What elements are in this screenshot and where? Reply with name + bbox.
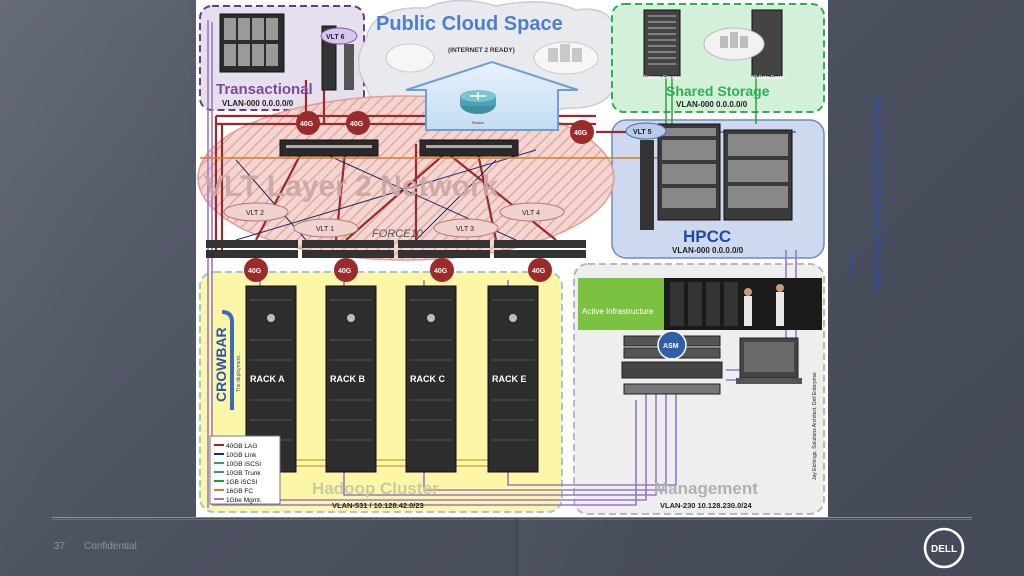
active-infrastructure-banner: Active Infrastructure bbox=[578, 278, 822, 330]
core-switch-icon bbox=[279, 139, 519, 157]
svg-text:RACK C: RACK C bbox=[410, 374, 445, 384]
link-badge: 40G bbox=[430, 258, 454, 282]
link-badge: 40G bbox=[244, 258, 268, 282]
io-data-center-label: IO Data Center bbox=[752, 75, 786, 81]
svg-text:40G: 40G bbox=[300, 121, 314, 128]
network-diagram: Transactional VLAN-000 0.0.0.0/0 Public … bbox=[196, 0, 828, 517]
legend-item: 16GB FC bbox=[214, 488, 253, 495]
transactional-title: Transactional bbox=[216, 81, 313, 98]
svg-text:VLT 3: VLT 3 bbox=[456, 226, 474, 233]
hpcc-title: HPCC bbox=[683, 227, 731, 246]
svg-text:1Gbe Mgmt.: 1Gbe Mgmt. bbox=[226, 497, 262, 504]
svg-text:RACK A: RACK A bbox=[250, 374, 285, 384]
primary-storage-label: Primary Storage bbox=[644, 75, 680, 81]
vlt-label: VLT 1 bbox=[293, 218, 359, 238]
svg-text:CROWBAR: CROWBAR bbox=[213, 327, 229, 402]
side-subtitle: Architecting... bbox=[848, 248, 854, 285]
link-badge: 40G bbox=[528, 258, 552, 282]
vlt-label: VLT 5 bbox=[625, 122, 667, 140]
force10-logo: FORCE10 bbox=[372, 228, 424, 240]
transactional-vlan: VLAN-000 0.0.0.0/0 bbox=[222, 99, 294, 108]
access-switch-icon bbox=[206, 240, 586, 258]
svg-text:RACK E: RACK E bbox=[492, 374, 527, 384]
legend-item: 10GB Link bbox=[214, 452, 257, 459]
vlt-label: VLT 4 bbox=[499, 202, 565, 222]
svg-text:40G: 40G bbox=[574, 130, 588, 137]
legend-item: 40GB LAG bbox=[214, 443, 257, 450]
link-badge: 40G bbox=[570, 120, 594, 144]
svg-text:40G: 40G bbox=[248, 268, 262, 275]
legend-item: 10GB Trunk bbox=[214, 470, 261, 477]
vlt-network-title: VLT Layer 2 Network bbox=[204, 170, 499, 203]
svg-text:RACK B: RACK B bbox=[330, 374, 365, 384]
svg-text:VLT 4: VLT 4 bbox=[522, 210, 540, 217]
legend: 40GB LAG 10GB Link 10GB iSCSI 10GB Trunk… bbox=[209, 435, 281, 505]
dell-logo: DELL bbox=[923, 527, 965, 569]
svg-text:VLT 5: VLT 5 bbox=[633, 129, 652, 136]
router-icon: Router bbox=[460, 90, 496, 125]
svg-text:40GB LAG: 40GB LAG bbox=[226, 443, 257, 450]
page-number: 37 bbox=[54, 541, 66, 552]
crowbar-logo: CROWBAR The deployment... bbox=[213, 310, 242, 410]
hpcc-chassis-icon bbox=[640, 123, 793, 230]
author-credit: Jay Etchings, Solutions Architect, Dell … bbox=[812, 372, 818, 480]
blade-chassis-icon bbox=[219, 13, 285, 73]
link-badge: 40G bbox=[334, 258, 358, 282]
footer-divider bbox=[516, 518, 517, 576]
svg-text:10GB Trunk: 10GB Trunk bbox=[226, 470, 261, 477]
legend-item: 10GB iSCSI bbox=[214, 461, 261, 468]
shared-storage-title: Shared Storage bbox=[666, 83, 770, 99]
storage-array-icon bbox=[643, 9, 783, 77]
server-rack: RACK C bbox=[405, 285, 457, 473]
svg-text:The deployment...: The deployment... bbox=[236, 352, 242, 392]
footer-divider bbox=[52, 519, 972, 520]
legend-item: 1Gbe Mgmt. bbox=[214, 497, 262, 504]
svg-text:VLT 6: VLT 6 bbox=[326, 34, 345, 41]
side-title: Big Data Architecture Overview bbox=[870, 98, 886, 292]
svg-text:40G: 40G bbox=[532, 268, 546, 275]
asm-badge: ASM bbox=[657, 330, 687, 360]
svg-text:VLT 2: VLT 2 bbox=[246, 210, 264, 217]
link-badge: 40G bbox=[346, 111, 370, 135]
svg-text:1GB iSCSI: 1GB iSCSI bbox=[226, 479, 258, 486]
vlt-label: VLT 3 bbox=[433, 218, 499, 238]
confidential-label: Confidential bbox=[84, 541, 137, 552]
footer-divider bbox=[52, 517, 972, 518]
monitor-icon bbox=[736, 337, 802, 384]
svg-text:10GB Link: 10GB Link bbox=[226, 452, 257, 459]
svg-text:40G: 40G bbox=[338, 268, 352, 275]
svg-text:10GB iSCSI: 10GB iSCSI bbox=[226, 461, 261, 468]
svg-text:VLT 1: VLT 1 bbox=[316, 226, 334, 233]
management-title: Management bbox=[654, 479, 758, 498]
cloud-icon bbox=[385, 41, 599, 75]
server-rack: RACK E bbox=[487, 285, 539, 473]
hadoop-title: Hadoop Cluster bbox=[312, 479, 439, 498]
public-cloud-sub: (INTERNET 2 READY) bbox=[448, 47, 515, 54]
svg-text:DELL: DELL bbox=[931, 544, 957, 555]
shared-storage-vlan: VLAN-000 0.0.0.0/0 bbox=[676, 100, 748, 109]
hpcc-vlan: VLAN-000 0.0.0.0/0 bbox=[672, 246, 744, 255]
svg-text:Active Infrastructure: Active Infrastructure bbox=[582, 307, 654, 316]
storage-links bbox=[665, 76, 757, 124]
legend-item: 1GB iSCSI bbox=[214, 479, 258, 486]
public-cloud-title: Public Cloud Space bbox=[376, 13, 563, 35]
svg-text:40G: 40G bbox=[434, 268, 448, 275]
server-rack: RACK B bbox=[325, 285, 377, 473]
link-badge: 40G bbox=[296, 111, 320, 135]
hadoop-vlan: VLAN-531 / 10.128.42.0/23 bbox=[332, 501, 424, 510]
svg-text:16GB FC: 16GB FC bbox=[226, 488, 253, 495]
svg-text:Router: Router bbox=[472, 120, 485, 125]
background-stripe bbox=[0, 0, 190, 576]
vlt-label: VLT 2 bbox=[223, 202, 289, 222]
svg-text:40G: 40G bbox=[350, 121, 364, 128]
svg-text:ASM: ASM bbox=[663, 343, 679, 350]
management-vlan: VLAN-230 10.128.230.0/24 bbox=[660, 501, 753, 510]
vlt-label: VLT 6 bbox=[320, 27, 358, 45]
